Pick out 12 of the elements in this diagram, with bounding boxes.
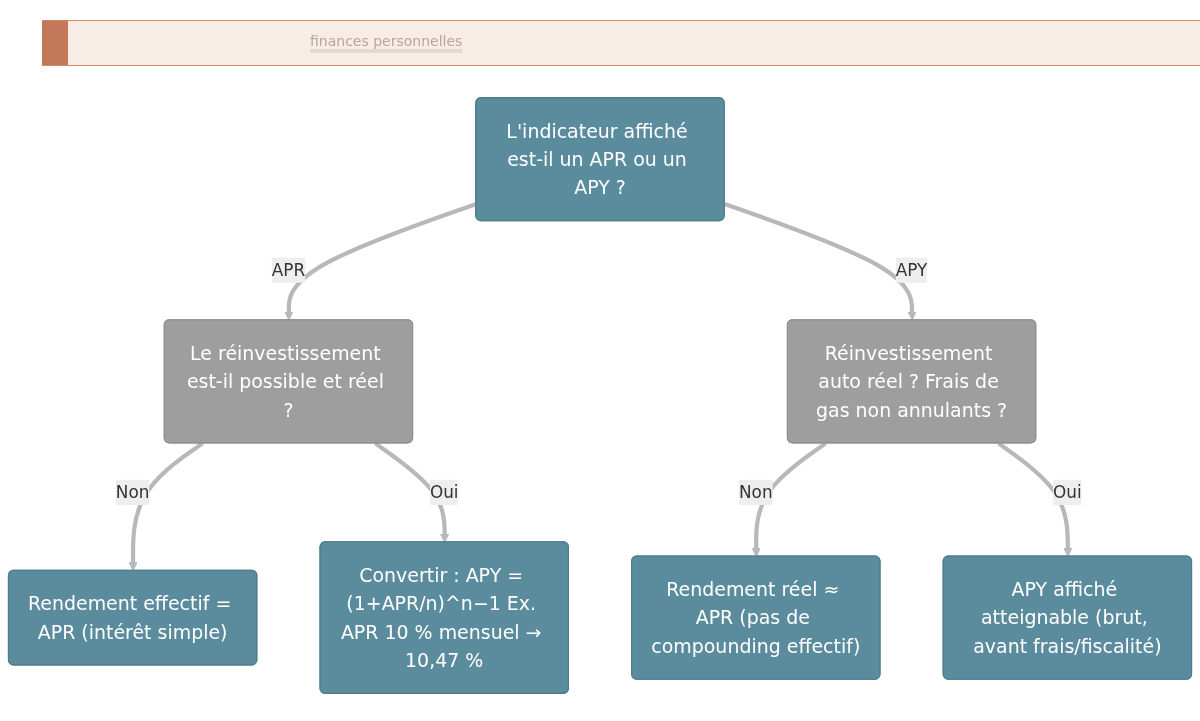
arrow <box>751 441 827 557</box>
arrow <box>128 441 204 572</box>
edge-label: Non <box>115 481 150 502</box>
arrow <box>997 441 1073 557</box>
edge-label: Oui <box>1053 481 1082 502</box>
arrow <box>374 441 450 543</box>
tagline: finances personnelles <box>310 20 463 53</box>
edge-label: APR <box>271 259 306 280</box>
edge-label: Oui <box>429 481 459 502</box>
edge-label: APY <box>895 259 928 280</box>
arrow <box>724 202 917 321</box>
edge-label: Non <box>739 481 773 502</box>
